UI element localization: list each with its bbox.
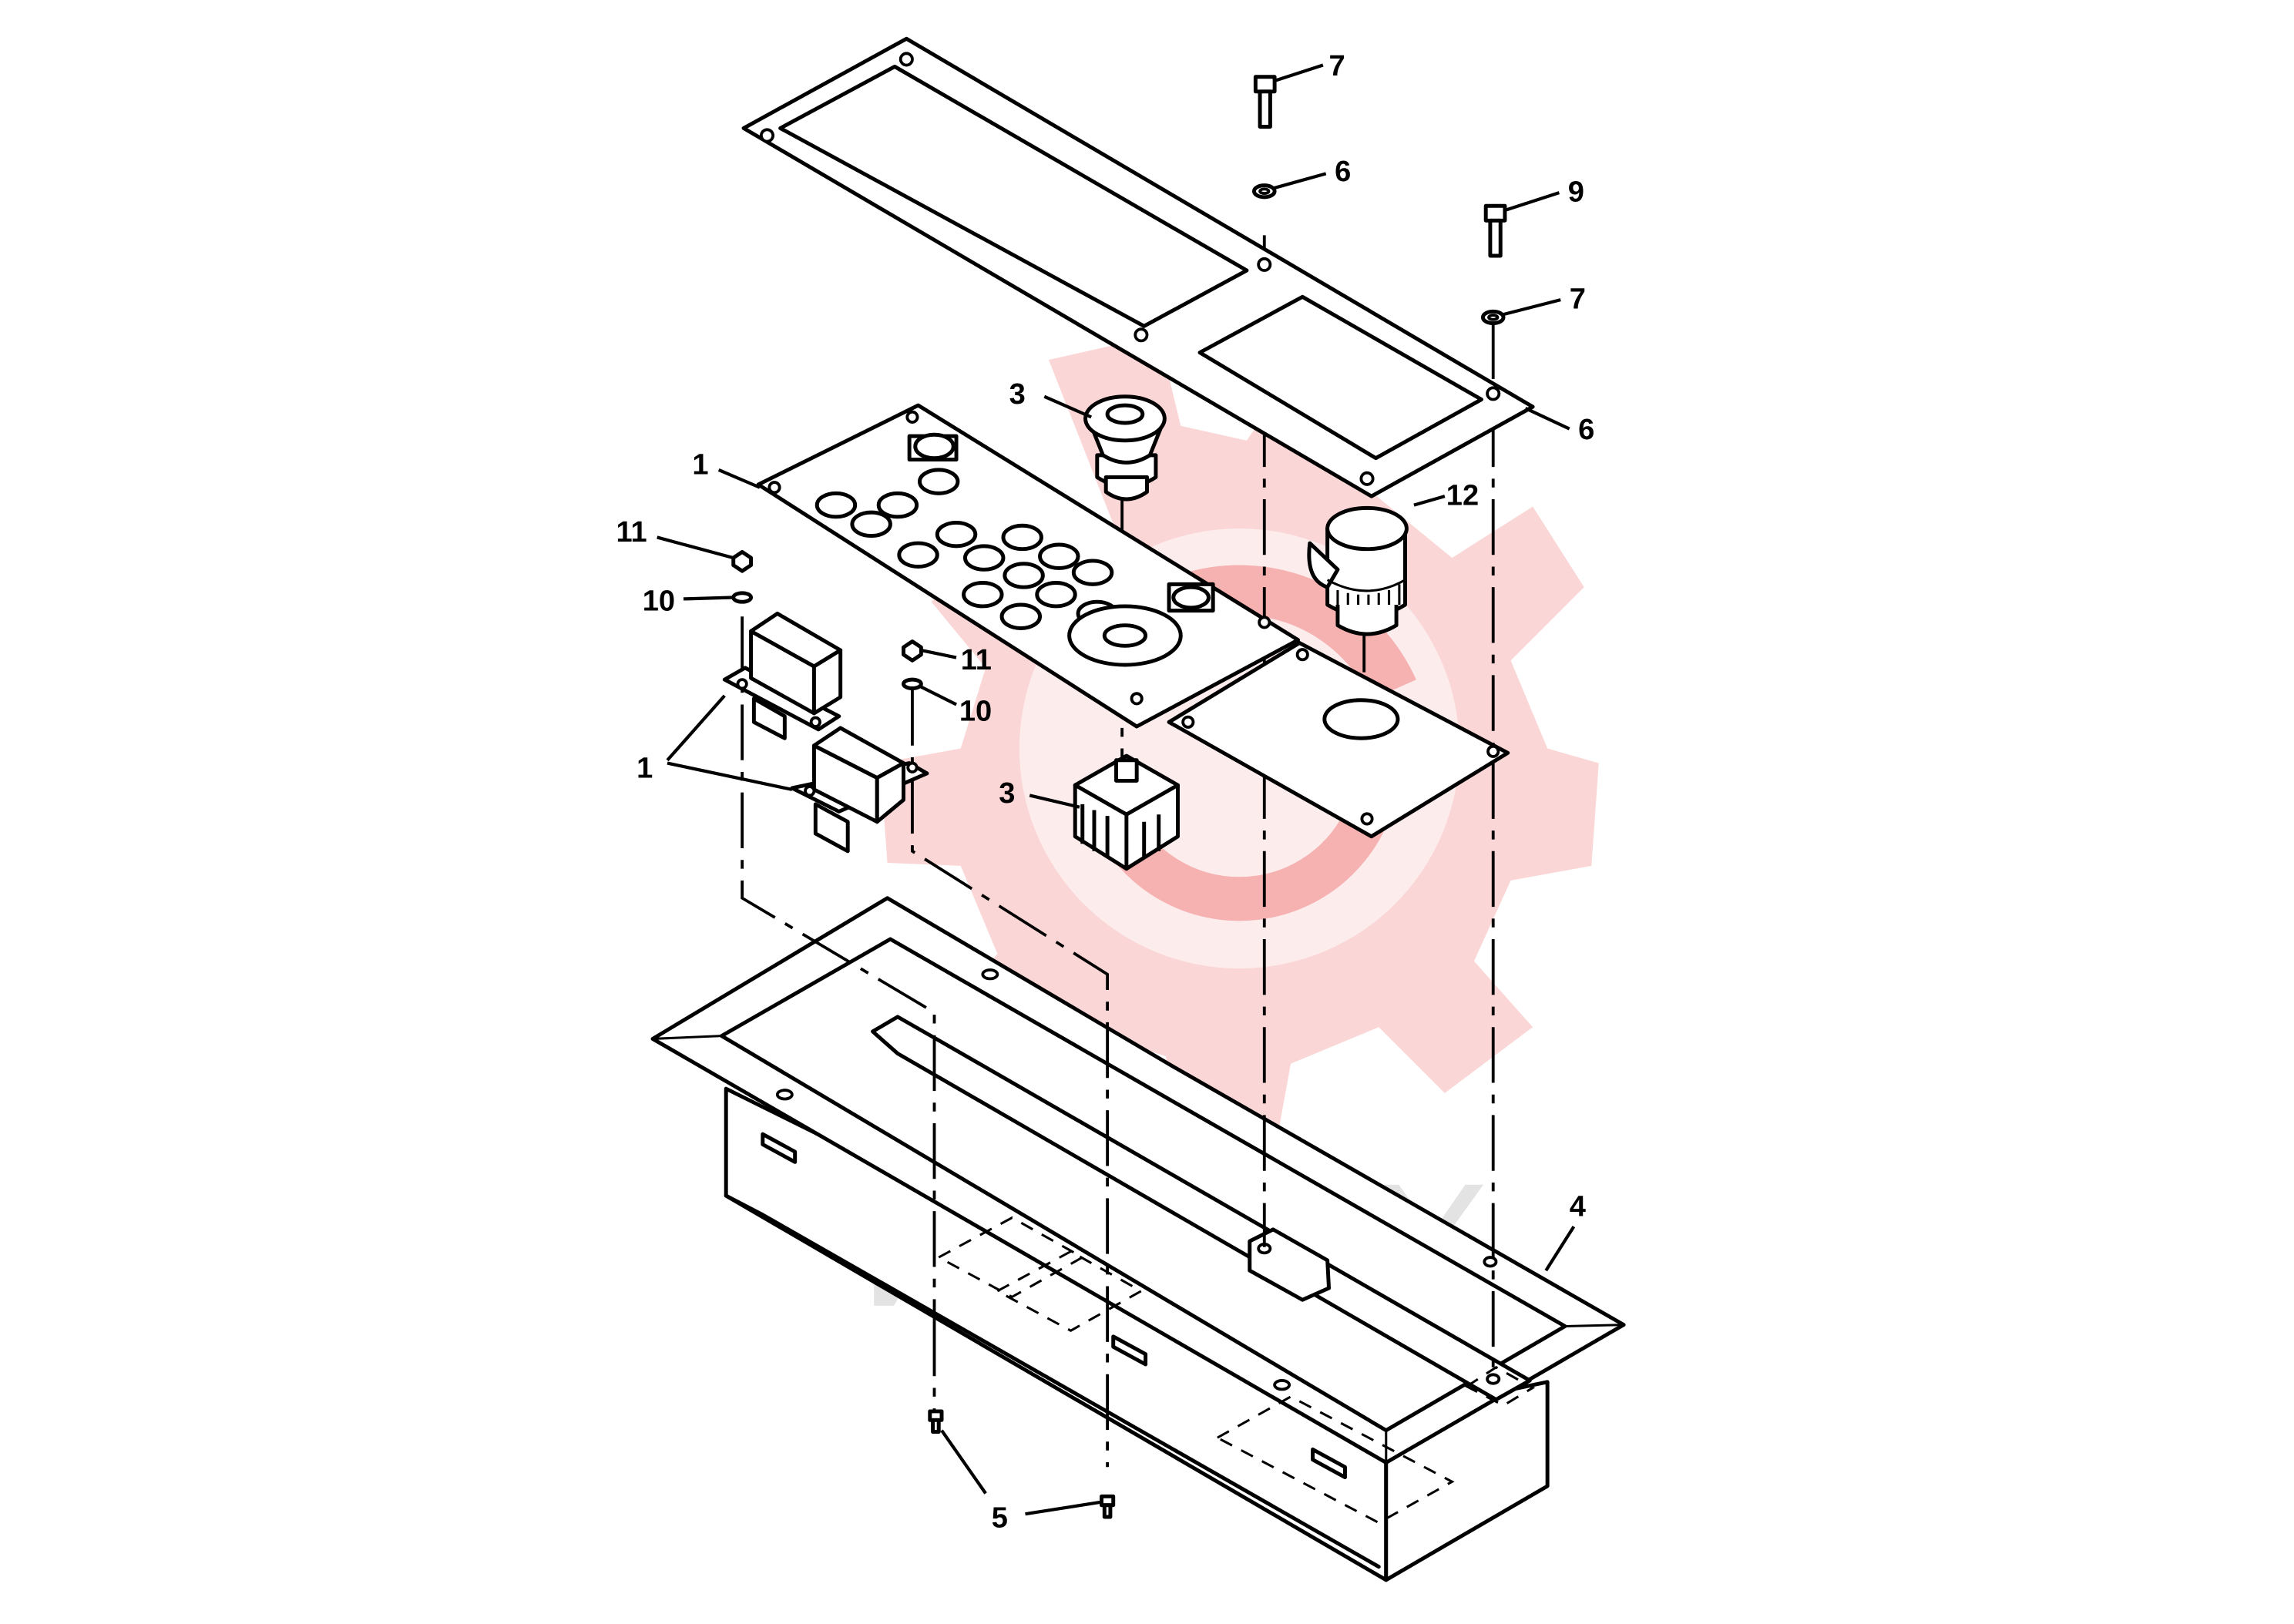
- contact-block: [1073, 753, 1180, 871]
- gasket-frame: [741, 36, 1535, 498]
- callout-11-mid: 11: [961, 644, 992, 676]
- callout-labels: 7 6 9 7 6 3 1 12 11 10 11 10 1 3 4 5: [616, 50, 1594, 1534]
- callout-7-right: 9: [1568, 176, 1584, 209]
- callout-3-bottom: 3: [999, 777, 1015, 810]
- callout-1-modules: 1: [636, 753, 653, 785]
- module-lower: [790, 726, 929, 854]
- callout-7-top: 7: [1329, 50, 1345, 82]
- callout-11-left: 11: [616, 516, 647, 549]
- callout-6-right: 7: [1570, 284, 1586, 316]
- selector-mount-plate: [1167, 641, 1510, 839]
- switch-panel-plate: [756, 403, 1301, 729]
- callout-3-top: 3: [1009, 378, 1026, 411]
- callout-4: 4: [1570, 1191, 1586, 1223]
- hardware-screws-nuts: [731, 75, 1507, 1519]
- panel-button-array: [814, 432, 1215, 630]
- callout-6-top: 6: [1335, 156, 1351, 188]
- callout-12: 12: [1446, 480, 1479, 512]
- callout-10-mid: 10: [959, 695, 992, 727]
- selector-switch-knob: [1307, 505, 1409, 636]
- emergency-stop-button-cap: [1083, 394, 1167, 502]
- callout-5: 6: [1578, 414, 1594, 446]
- module-upper: [722, 611, 843, 740]
- callout-1-panel: 1: [692, 449, 708, 481]
- callout-10-left: 10: [643, 586, 675, 618]
- callout-9: 5: [992, 1502, 1008, 1534]
- box-housing: [650, 896, 1626, 1582]
